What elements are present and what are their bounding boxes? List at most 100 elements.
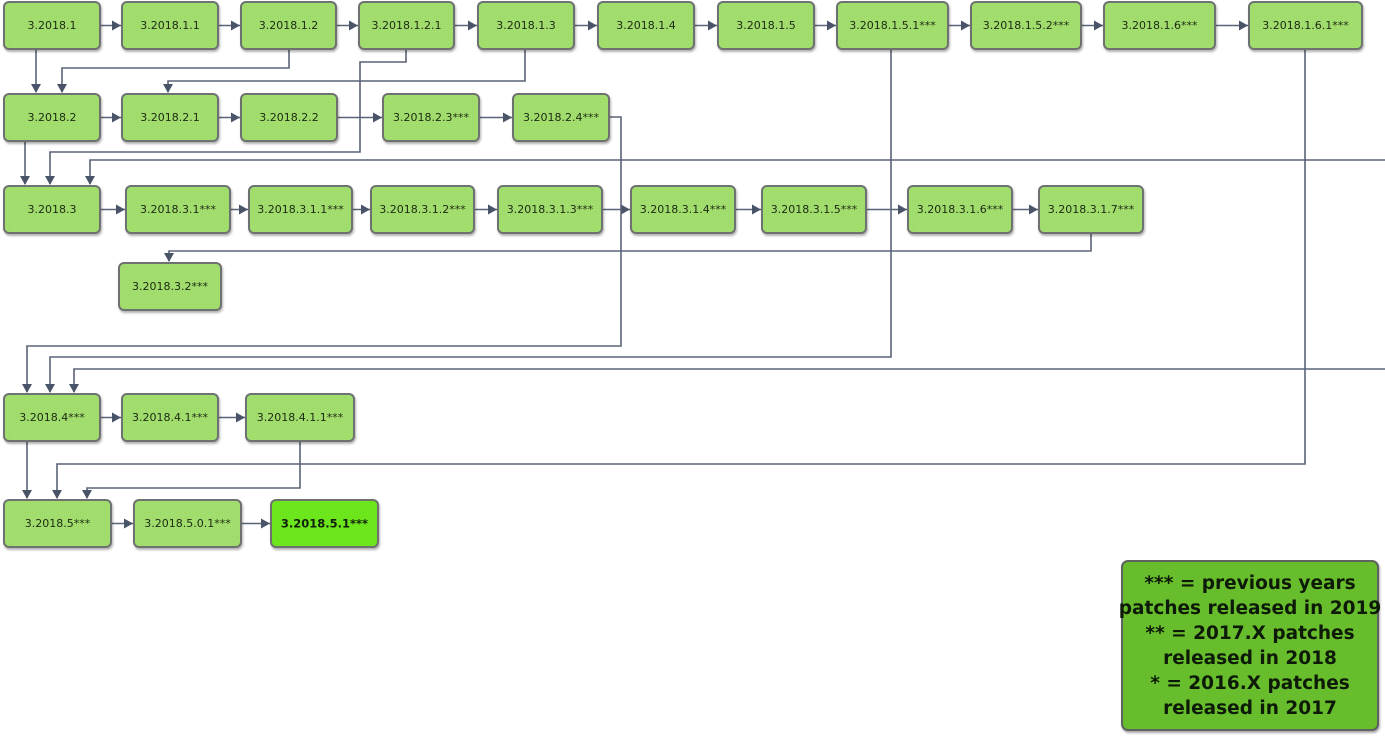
node-n23[interactable]: 3.2018.2.3*** [382,93,480,142]
edge-n3-to-n31 [100,204,125,215]
edge-n31-to-n311 [230,204,248,215]
box-texture [372,187,473,232]
node-n411[interactable]: 3.2018.4.1.1*** [245,393,355,442]
edge-n501-to-n51 [241,518,270,529]
edge-n317-to-n32 [164,233,1092,262]
arrowhead [85,176,95,185]
edge-n121-to-n13 [454,20,477,31]
node-n3[interactable]: 3.2018.3 [3,185,101,234]
nodes-layer: 3.2018.1 3.2018.1.1 3.2018.1.2 3.2018.1.2.1… [3,1,1363,548]
node-n51[interactable]: 3.2018.5.1*** [270,499,379,548]
box-texture [972,3,1080,48]
node-n316[interactable]: 3.2018.3.1.6*** [907,185,1013,234]
release-label: 3.2018.5.1*** [281,517,368,531]
box-texture [384,95,478,140]
edge-n24-to-n4 [22,116,622,393]
arrowhead [752,204,761,215]
arrowhead [708,20,717,31]
node-n314[interactable]: 3.2018.3.1.4*** [630,185,736,234]
node-n13[interactable]: 3.2018.1.3 [477,1,575,50]
box-texture [838,3,947,48]
arrowhead [164,253,174,262]
node-n317[interactable]: 3.2018.3.1.7*** [1038,185,1144,234]
edge-line [168,233,1092,261]
edge-n16-to-n161 [1215,20,1248,31]
arrowhead [163,84,173,93]
node-n21[interactable]: 3.2018.2.1 [121,93,219,142]
node-n152[interactable]: 3.2018.1.5.2*** [970,1,1082,50]
box-texture [1250,3,1361,48]
arrowhead [231,112,240,123]
node-n15[interactable]: 3.2018.1.5 [717,1,815,50]
node-n1[interactable]: 3.2018.1 [3,1,101,50]
arrowhead [22,490,32,499]
edge-n12-to-n121 [336,20,358,31]
release-label: 3.2018.4*** [19,411,85,424]
node-n32[interactable]: 3.2018.3.2*** [118,262,222,311]
node-n2[interactable]: 3.2018.2 [3,93,101,142]
arrowhead [373,112,382,123]
node-n41[interactable]: 3.2018.4.1*** [121,393,219,442]
node-n4[interactable]: 3.2018.4*** [3,393,101,442]
arrowhead [22,384,32,393]
release-label: 3.2018.1.6.1*** [1262,19,1349,32]
box-texture [5,395,99,440]
edge-n151-to-n152 [948,20,970,31]
edge-n311-to-n312 [352,204,370,215]
box-texture [1040,187,1142,232]
edge-line [61,49,290,92]
box-texture [599,3,693,48]
arrowhead [112,412,121,423]
release-label: 3.2018.2.1 [140,111,199,124]
node-n5[interactable]: 3.2018.5*** [3,499,112,548]
edge-line [86,441,301,498]
box-texture [5,3,99,48]
node-n501[interactable]: 3.2018.5.0.1*** [133,499,242,548]
arrowhead [20,176,30,185]
box-texture [242,95,336,140]
node-n312[interactable]: 3.2018.3.1.2*** [370,185,475,234]
arrowhead [1029,204,1038,215]
arrowhead [231,20,240,31]
arrowhead [503,112,512,123]
node-n161[interactable]: 3.2018.1.6.1*** [1248,1,1363,50]
arrowhead [31,84,41,93]
edge-n312-to-n313 [474,204,497,215]
box-texture [1105,3,1214,48]
node-n12[interactable]: 3.2018.1.2 [240,1,337,50]
edge-n41-to-n411 [218,412,245,423]
box-texture [632,187,734,232]
box-texture [479,3,573,48]
release-label: 3.2018.2.2 [259,111,318,124]
release-label: 3.2018.5.0.1*** [144,517,231,530]
edge-n315-to-n316 [866,204,907,215]
node-n31[interactable]: 3.2018.3.1*** [125,185,231,234]
node-n121[interactable]: 3.2018.1.2.1 [358,1,455,50]
arrowhead [45,176,55,185]
node-n14[interactable]: 3.2018.1.4 [597,1,695,50]
release-label: 3.2018.3.1.3*** [507,203,594,216]
arrowhead [236,412,245,423]
node-n311[interactable]: 3.2018.3.1.1*** [248,185,353,234]
node-n11[interactable]: 3.2018.1.1 [121,1,219,50]
box-texture [123,95,217,140]
arrowhead [52,490,62,499]
release-label: 3.2018.1.4 [616,19,675,32]
node-n24[interactable]: 3.2018.2.4*** [512,93,610,142]
release-label: 3.2018.1.5.1*** [849,19,936,32]
release-label: 3.2018.1.2.1 [372,19,442,32]
edge-n11-to-n12 [218,20,240,31]
edge-line [167,49,526,92]
arrowhead [112,112,121,123]
node-n315[interactable]: 3.2018.3.1.5*** [761,185,867,234]
node-n16[interactable]: 3.2018.1.6*** [1103,1,1216,50]
node-n151[interactable]: 3.2018.1.5.1*** [836,1,949,50]
box-texture [5,187,99,232]
arrowhead [827,20,836,31]
node-n313[interactable]: 3.2018.3.1.3*** [497,185,603,234]
edge-n15-to-n151 [814,20,836,31]
node-n22[interactable]: 3.2018.2.2 [240,93,338,142]
edge-n314-to-n315 [735,204,761,215]
box-texture [499,187,601,232]
release-label: 3.2018.3.1.4*** [640,203,727,216]
